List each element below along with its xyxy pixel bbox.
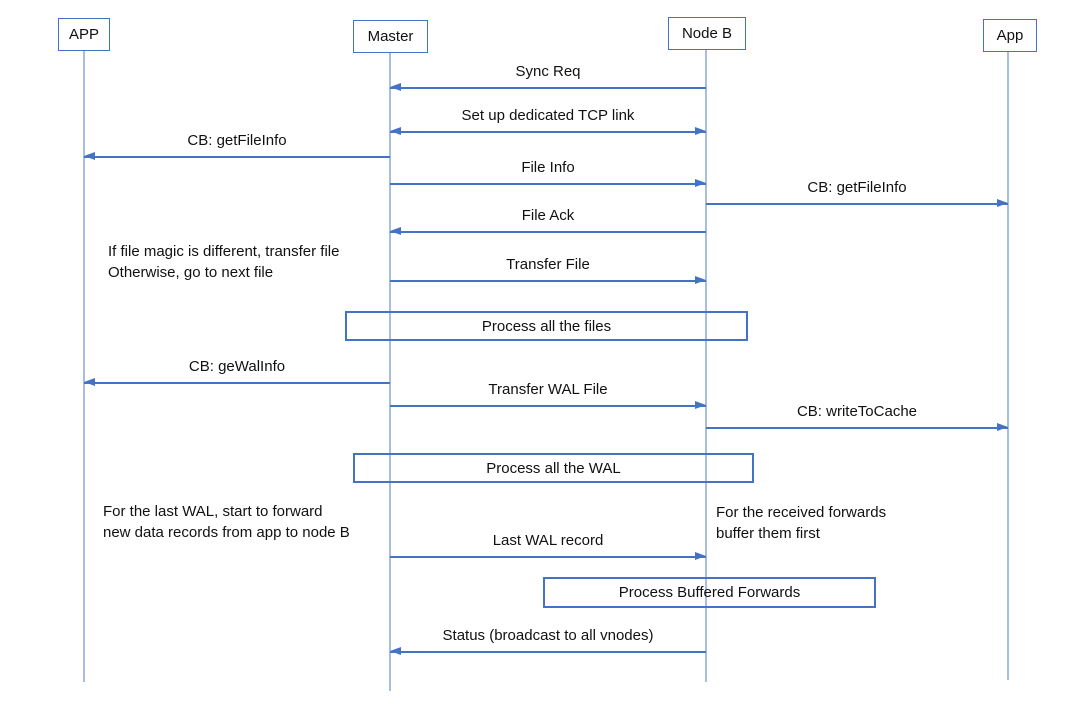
- annotation-note: For the received forwards buffer them fir…: [716, 502, 886, 544]
- message-label: Transfer WAL File: [488, 381, 608, 398]
- arrowhead-right-icon: [695, 276, 706, 284]
- message-line: [706, 203, 1008, 205]
- arrowhead-right-icon: [695, 179, 706, 187]
- actor-app-left: APP: [58, 18, 110, 51]
- arrowhead-left-icon: [390, 83, 401, 91]
- annotation-line: buffer them first: [716, 525, 820, 542]
- message-line: [390, 280, 706, 282]
- message-label: CB: getFileInfo: [187, 132, 287, 149]
- arrowhead-left-icon: [390, 647, 401, 655]
- arrowhead-right-icon: [997, 199, 1008, 207]
- annotation-note: For the last WAL, start to forward new da…: [103, 501, 350, 543]
- arrowhead-right-icon: [695, 127, 706, 135]
- annotation-line: If file magic is different, transfer fil…: [108, 243, 340, 260]
- message-label: CB: getFileInfo: [807, 179, 907, 196]
- message-line: [390, 231, 706, 233]
- message-line: [706, 427, 1008, 429]
- message-line: [390, 183, 706, 185]
- message-label: File Ack: [521, 207, 575, 224]
- message-line: [390, 651, 706, 653]
- annotation-line: For the received forwards: [716, 504, 887, 521]
- arrowhead-right-icon: [997, 423, 1008, 431]
- message-label: Transfer File: [506, 256, 590, 273]
- actor-master: Master: [353, 20, 428, 53]
- message-line: [390, 87, 706, 89]
- message-line: [84, 382, 390, 384]
- annotation-line: Otherwise, go to next file: [108, 264, 274, 281]
- lifeline-node-b: [705, 50, 707, 682]
- arrowhead-left-icon: [390, 227, 401, 235]
- message-line: [390, 131, 706, 133]
- process-box: Process Buffered Forwards: [543, 577, 876, 608]
- message-label: Last WAL record: [492, 532, 604, 549]
- message-line: [84, 156, 390, 158]
- message-line: [390, 556, 706, 558]
- process-box: Process all the WAL: [353, 453, 754, 483]
- message-label: Status (broadcast to all vnodes): [442, 627, 654, 644]
- arrowhead-right-icon: [695, 552, 706, 560]
- actor-app-right: App: [983, 19, 1037, 52]
- actor-node-b: Node B: [668, 17, 746, 50]
- annotation-line: new data records from app to node B: [103, 524, 350, 541]
- annotation-line: For the last WAL, start to forward: [103, 503, 323, 520]
- message-label: Sync Req: [515, 63, 581, 80]
- message-label: File Info: [521, 159, 575, 176]
- arrowhead-left-icon: [84, 152, 95, 160]
- arrowhead-left-icon: [390, 127, 401, 135]
- message-line: [390, 405, 706, 407]
- process-box: Process all the files: [345, 311, 748, 341]
- lifeline-app-right: [1007, 52, 1009, 680]
- lifeline-app-left: [83, 51, 85, 682]
- message-label: CB: geWalInfo: [188, 358, 286, 375]
- annotation-note: If file magic is different, transfer fil…: [108, 241, 339, 283]
- lifeline-master: [389, 53, 391, 691]
- message-label: Set up dedicated TCP link: [461, 107, 635, 124]
- message-label: CB: writeToCache: [796, 403, 918, 420]
- arrowhead-right-icon: [695, 401, 706, 409]
- arrowhead-left-icon: [84, 378, 95, 386]
